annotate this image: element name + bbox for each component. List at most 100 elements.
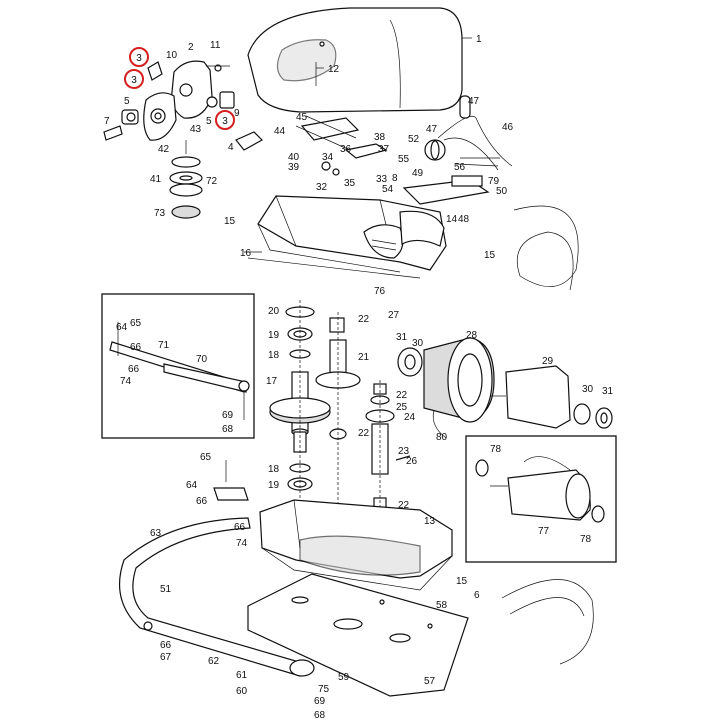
label-part-2: 2 xyxy=(188,42,194,53)
label-part-66-e: 66 xyxy=(128,364,140,375)
label-part-22-c: 22 xyxy=(358,428,370,439)
label-part-3-b: 3 xyxy=(131,75,137,86)
label-part-21: 21 xyxy=(358,352,370,363)
label-part-78-b: 78 xyxy=(580,534,592,545)
label-part-38: 38 xyxy=(374,132,386,143)
label-part-68-b: 68 xyxy=(314,710,326,720)
label-part-79: 79 xyxy=(488,176,500,187)
label-part-60: 60 xyxy=(236,686,248,697)
cover xyxy=(247,7,472,113)
label-part-11: 11 xyxy=(210,40,221,51)
label-part-4: 4 xyxy=(228,142,234,153)
label-part-33: 33 xyxy=(376,174,388,185)
label-part-18-b: 18 xyxy=(268,464,280,475)
label-part-7: 7 xyxy=(104,116,110,127)
highlight-circle-part-3-c xyxy=(215,110,235,130)
label-part-80: 80 xyxy=(436,432,448,443)
label-part-44: 44 xyxy=(274,126,286,137)
label-part-25: 25 xyxy=(396,402,408,413)
label-part-20: 20 xyxy=(268,306,280,317)
label-part-47-b: 47 xyxy=(426,124,438,135)
label-part-19-a: 19 xyxy=(268,330,280,341)
base-housing xyxy=(259,499,453,591)
label-part-27: 27 xyxy=(388,310,400,321)
label-part-63: 63 xyxy=(150,528,162,539)
base-plate xyxy=(247,573,469,697)
label-part-51: 51 xyxy=(160,584,172,595)
label-part-3-a: 3 xyxy=(136,53,142,64)
label-part-73: 73 xyxy=(154,208,166,219)
label-part-66-a: 66 xyxy=(196,496,208,507)
label-part-6: 6 xyxy=(474,590,480,601)
label-part-70: 70 xyxy=(196,354,208,365)
label-part-66-c: 66 xyxy=(160,640,172,651)
label-part-71: 71 xyxy=(158,340,170,351)
label-part-56: 56 xyxy=(454,162,466,173)
label-part-1: 1 xyxy=(476,34,482,45)
label-part-12: 12 xyxy=(328,64,340,75)
label-part-16: 16 xyxy=(240,248,252,259)
label-part-22-b: 22 xyxy=(396,390,408,401)
label-part-10: 10 xyxy=(166,50,178,61)
label-part-54: 54 xyxy=(382,184,394,195)
label-part-19-b: 19 xyxy=(268,480,280,491)
label-part-61: 61 xyxy=(236,670,248,681)
motor xyxy=(397,337,613,439)
label-part-40: 40 xyxy=(288,152,300,163)
label-part-47-a: 47 xyxy=(468,96,480,107)
label-part-18-a: 18 xyxy=(268,350,280,361)
label-part-9: 9 xyxy=(234,108,240,119)
part-3-highlights xyxy=(124,47,235,130)
label-part-68-a: 68 xyxy=(222,424,234,435)
label-part-62: 62 xyxy=(208,656,220,667)
highlight-circle-part-3-a xyxy=(129,47,149,67)
label-part-67: 67 xyxy=(160,652,172,663)
label-part-59: 59 xyxy=(338,672,350,683)
label-part-65-b: 65 xyxy=(130,318,142,329)
label-part-24: 24 xyxy=(404,412,416,423)
part-labels: 1 2 3 3 3 4 5 5 6 7 8 9 10 11 12 13 14 1… xyxy=(104,34,614,720)
lock-assembly xyxy=(103,60,263,151)
label-part-77: 77 xyxy=(538,526,550,537)
label-part-31-a: 31 xyxy=(396,332,408,343)
label-part-15-c: 15 xyxy=(456,576,468,587)
label-part-39: 39 xyxy=(288,162,300,173)
label-part-22-d: 22 xyxy=(398,500,410,511)
label-part-30-a: 30 xyxy=(412,338,424,349)
label-part-31-b: 31 xyxy=(602,386,614,397)
label-part-28: 28 xyxy=(466,330,478,341)
label-part-69-b: 69 xyxy=(314,696,326,707)
label-part-43: 43 xyxy=(190,124,202,135)
label-part-8: 8 xyxy=(392,173,398,184)
label-part-15-a: 15 xyxy=(224,216,236,227)
label-part-57: 57 xyxy=(424,676,436,687)
label-part-66-b: 66 xyxy=(234,522,246,533)
label-part-52: 52 xyxy=(408,134,420,145)
label-part-22-a: 22 xyxy=(358,314,370,325)
label-part-45: 45 xyxy=(296,112,308,123)
control-components xyxy=(295,95,513,205)
label-part-64-a: 64 xyxy=(186,480,198,491)
label-part-48: 48 xyxy=(458,214,470,225)
label-part-3-c: 3 xyxy=(222,116,228,127)
label-part-55: 55 xyxy=(398,154,410,165)
label-part-69-a: 69 xyxy=(222,410,234,421)
label-part-5-a: 5 xyxy=(124,96,130,107)
inset-arm-box xyxy=(101,293,255,439)
label-part-58: 58 xyxy=(436,600,448,611)
label-part-32: 32 xyxy=(316,182,328,193)
left-gear-stack xyxy=(169,140,203,219)
upper-housing xyxy=(244,195,447,279)
label-part-34: 34 xyxy=(322,152,334,163)
label-part-66-d: 66 xyxy=(130,342,142,353)
label-part-42: 42 xyxy=(158,144,170,155)
label-part-76: 76 xyxy=(374,286,386,297)
label-part-15-b: 15 xyxy=(484,250,496,261)
label-part-17: 17 xyxy=(266,376,278,387)
label-part-36: 36 xyxy=(340,144,352,155)
label-part-72: 72 xyxy=(206,176,218,187)
label-part-23: 23 xyxy=(398,446,410,457)
label-part-29: 29 xyxy=(542,356,554,367)
